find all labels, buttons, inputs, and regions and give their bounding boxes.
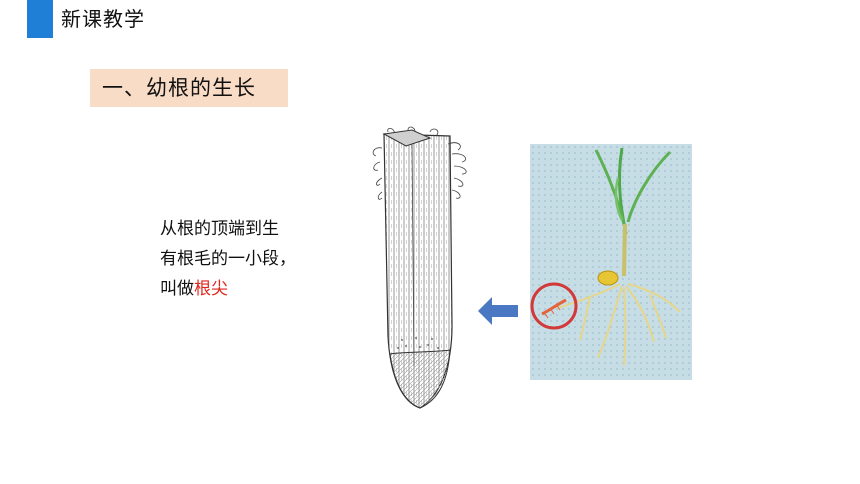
definition-prefix: 叫做 (160, 279, 194, 299)
section-heading-box: 一、幼根的生长 (90, 69, 288, 107)
section-title: 一、幼根的生长 (102, 76, 256, 100)
root-tip-term: 根尖 (194, 279, 228, 299)
seedling-illustration (530, 144, 692, 380)
arrow-left-icon (478, 297, 518, 325)
header-accent-bar (27, 0, 53, 38)
definition-line-2: 有根毛的一小段， (160, 249, 296, 269)
definition-line-3: 叫做根尖 (160, 274, 296, 304)
page-title: 新课教学 (61, 7, 145, 31)
root-tip-illustration (372, 126, 467, 409)
definition-text: 从根的顶端到生 有根毛的一小段， 叫做根尖 (160, 214, 296, 304)
definition-line-1: 从根的顶端到生 (160, 219, 279, 239)
